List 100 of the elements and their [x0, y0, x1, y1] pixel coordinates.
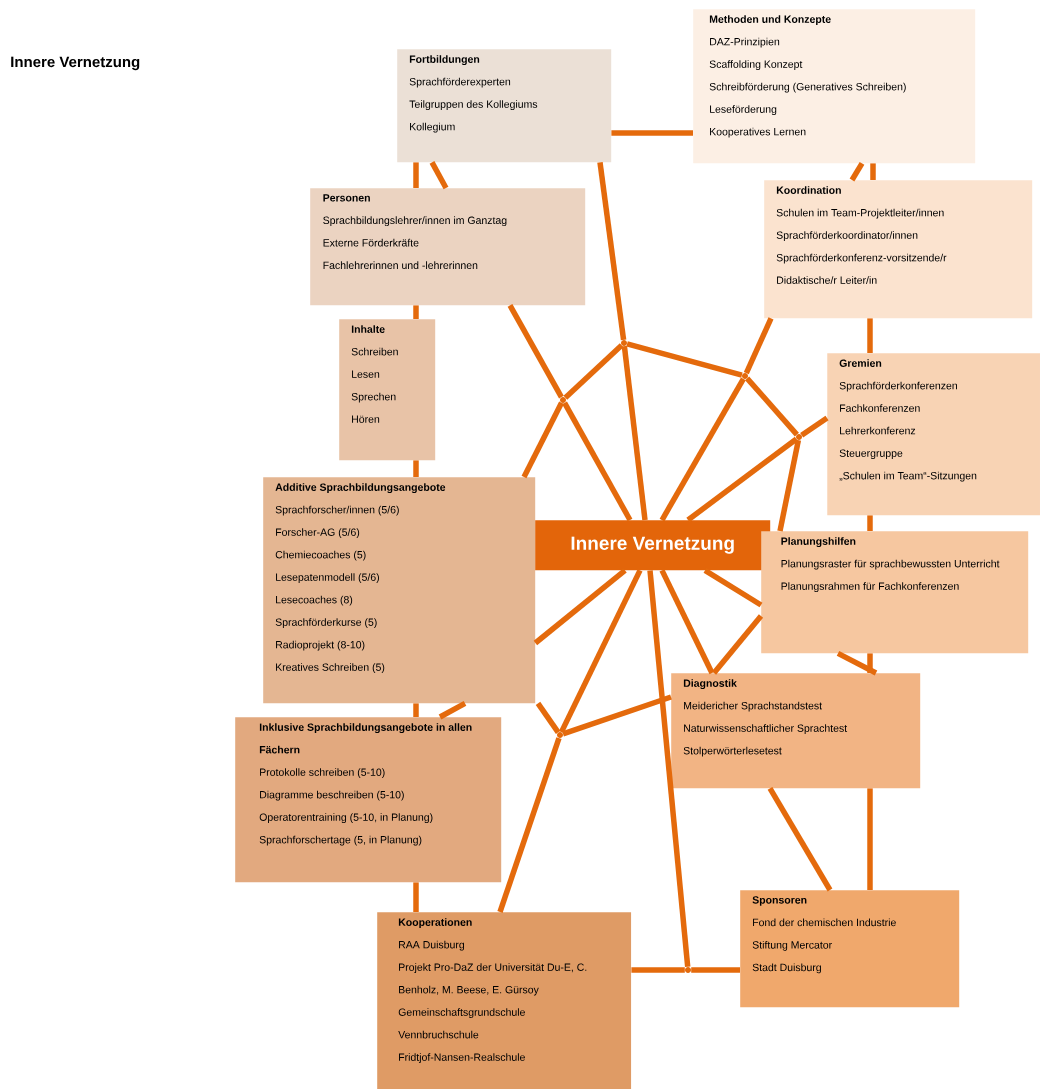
connector-line: [767, 787, 833, 892]
connector-line: [743, 317, 774, 375]
connector-line: [867, 788, 873, 890]
connector-line: [413, 162, 419, 188]
box-heading: Personen: [323, 194, 370, 202]
title: Innere Vernetzung: [11, 56, 140, 71]
list-item: Schreiben: [351, 347, 398, 356]
list-item: Didaktische/r Leiter/in: [777, 276, 877, 284]
list-item: Teilgruppen des Kollegiums: [409, 100, 538, 110]
hub-box: [535, 520, 771, 571]
connector-line: [659, 377, 746, 522]
topic-box: [235, 717, 502, 883]
connector-line: [626, 341, 743, 378]
list-item: Diagramme beschreiben (5-10): [260, 790, 404, 801]
box-heading: Gremien: [839, 359, 882, 367]
box-heading: Kooperationen: [398, 918, 472, 928]
connector-line: [711, 614, 764, 675]
list-item: Sprachforschertage (5, in Planung): [259, 835, 422, 846]
list-item: Fachlehrerinnen und -lehrerinnen: [323, 261, 478, 270]
connector-line: [521, 401, 564, 479]
connector-line: [691, 967, 740, 973]
list-item: Forscher-AG (5/6): [276, 528, 360, 538]
connector-line: [745, 376, 799, 437]
list-item: Hören: [352, 415, 380, 423]
connector-line: [535, 701, 561, 734]
topic-box: [693, 9, 976, 164]
list-item: Lesecoaches (8): [276, 595, 353, 606]
list-item: Sprachforscher/innen (5/6): [275, 505, 399, 516]
hub-label: Innere Vernetzung: [571, 536, 734, 554]
connector-line: [703, 568, 763, 608]
list-item: Planungsrahmen für Fachkonferenzen: [781, 582, 959, 592]
list-item: Planungsraster für sprachbewussten Unterricht: [781, 559, 1000, 570]
box-heading: Inhalte: [351, 325, 385, 333]
connector-line: [413, 703, 419, 717]
connector-line: [777, 439, 802, 532]
list-item: Fachkonferenzen: [840, 404, 920, 412]
connector-line: [870, 163, 876, 180]
list-item: Protokolle schreiben (5-10): [260, 768, 385, 778]
box-heading: Sponsoren: [752, 896, 807, 906]
topic-box: [377, 912, 632, 1089]
list-item: Operatorentraining (5-10, in Planung): [259, 813, 433, 823]
list-item: Stiftung Mercator: [752, 940, 832, 951]
connector-line: [429, 161, 449, 190]
list-item: Lesen: [352, 370, 380, 378]
list-item: Schulen im Team-Projektleiter/innen: [776, 208, 944, 219]
list-item: Fridtjof-Nansen-Realschule: [399, 1053, 525, 1063]
box-heading: Diagnostik: [683, 679, 737, 690]
topic-box: [310, 188, 586, 306]
connector-line: [413, 460, 419, 477]
list-item: Sprechen: [351, 392, 396, 403]
list-item: Lehrerkonferenz: [840, 426, 916, 435]
list-item: Stolperwörterlesetest: [683, 746, 782, 757]
connector-line: [836, 650, 878, 676]
list-item: Naturwissenschaftlicher Sprachtest: [684, 724, 848, 734]
list-item: RAA Duisburg: [399, 940, 465, 951]
connector-line: [659, 569, 715, 675]
connector-line: [413, 882, 419, 912]
box-heading: Methoden und Konzepte: [709, 15, 831, 25]
list-item: Sprachförderkonferenz-vorsitzende/r: [776, 253, 947, 264]
box-heading: Koordination: [776, 186, 841, 194]
list-item: Kollegium: [410, 122, 455, 133]
topic-box: [740, 890, 960, 1008]
box-heading: Inklusive Sprachbildungsangebote in allen Fächern: [259, 723, 472, 754]
connector-line: [438, 701, 467, 720]
list-item: Sprachförderkurse (5): [275, 618, 377, 628]
connector-line: [597, 162, 627, 341]
list-item: Leseförderung: [710, 105, 777, 115]
list-item: Projekt Pro-DaZ der Universität Du-E, C. Benholz, M. Beese, E. Gürsoy: [399, 963, 587, 996]
connector-line: [558, 569, 643, 734]
topic-box: [339, 319, 436, 461]
connector-line: [800, 415, 829, 438]
connector-line: [562, 694, 672, 737]
list-item: Gemeinschaftsgrundschule: [398, 1008, 525, 1018]
connector-line: [686, 436, 799, 523]
connector-line: [562, 401, 633, 522]
list-item: Steuergruppe: [839, 449, 903, 459]
topic-box: [671, 673, 921, 789]
topic-box: [397, 49, 612, 163]
connector-line: [497, 737, 562, 913]
list-item: Stadt Duisburg: [752, 963, 821, 974]
connector-line: [507, 304, 564, 399]
connector-line: [849, 162, 865, 182]
connector-line: [563, 343, 624, 400]
connector-line: [621, 345, 648, 521]
list-item: Lesepatenmodell (5/6): [276, 573, 379, 583]
connector-line: [867, 318, 873, 353]
box-heading: Planungshilfen: [781, 537, 856, 548]
list-item: Radioprojekt (8-10): [276, 640, 365, 651]
list-item: Sprachförderkoordinator/innen: [776, 231, 918, 241]
list-item: „Schulen im Team“-Sitzungen: [839, 471, 977, 482]
list-item: Chemiecoaches (5): [275, 550, 366, 561]
box-heading: Additive Sprachbildungsangebote: [275, 483, 446, 494]
list-item: Meidericher Sprachstandstest: [684, 701, 822, 712]
connector-line: [867, 515, 873, 531]
connector-line: [533, 568, 627, 646]
topic-box: [263, 477, 536, 704]
list-item: Externe Förderkräfte: [323, 238, 419, 247]
connector-line: [631, 967, 685, 973]
box-heading: Fortbildungen: [409, 55, 480, 66]
connector-line: [413, 305, 419, 319]
